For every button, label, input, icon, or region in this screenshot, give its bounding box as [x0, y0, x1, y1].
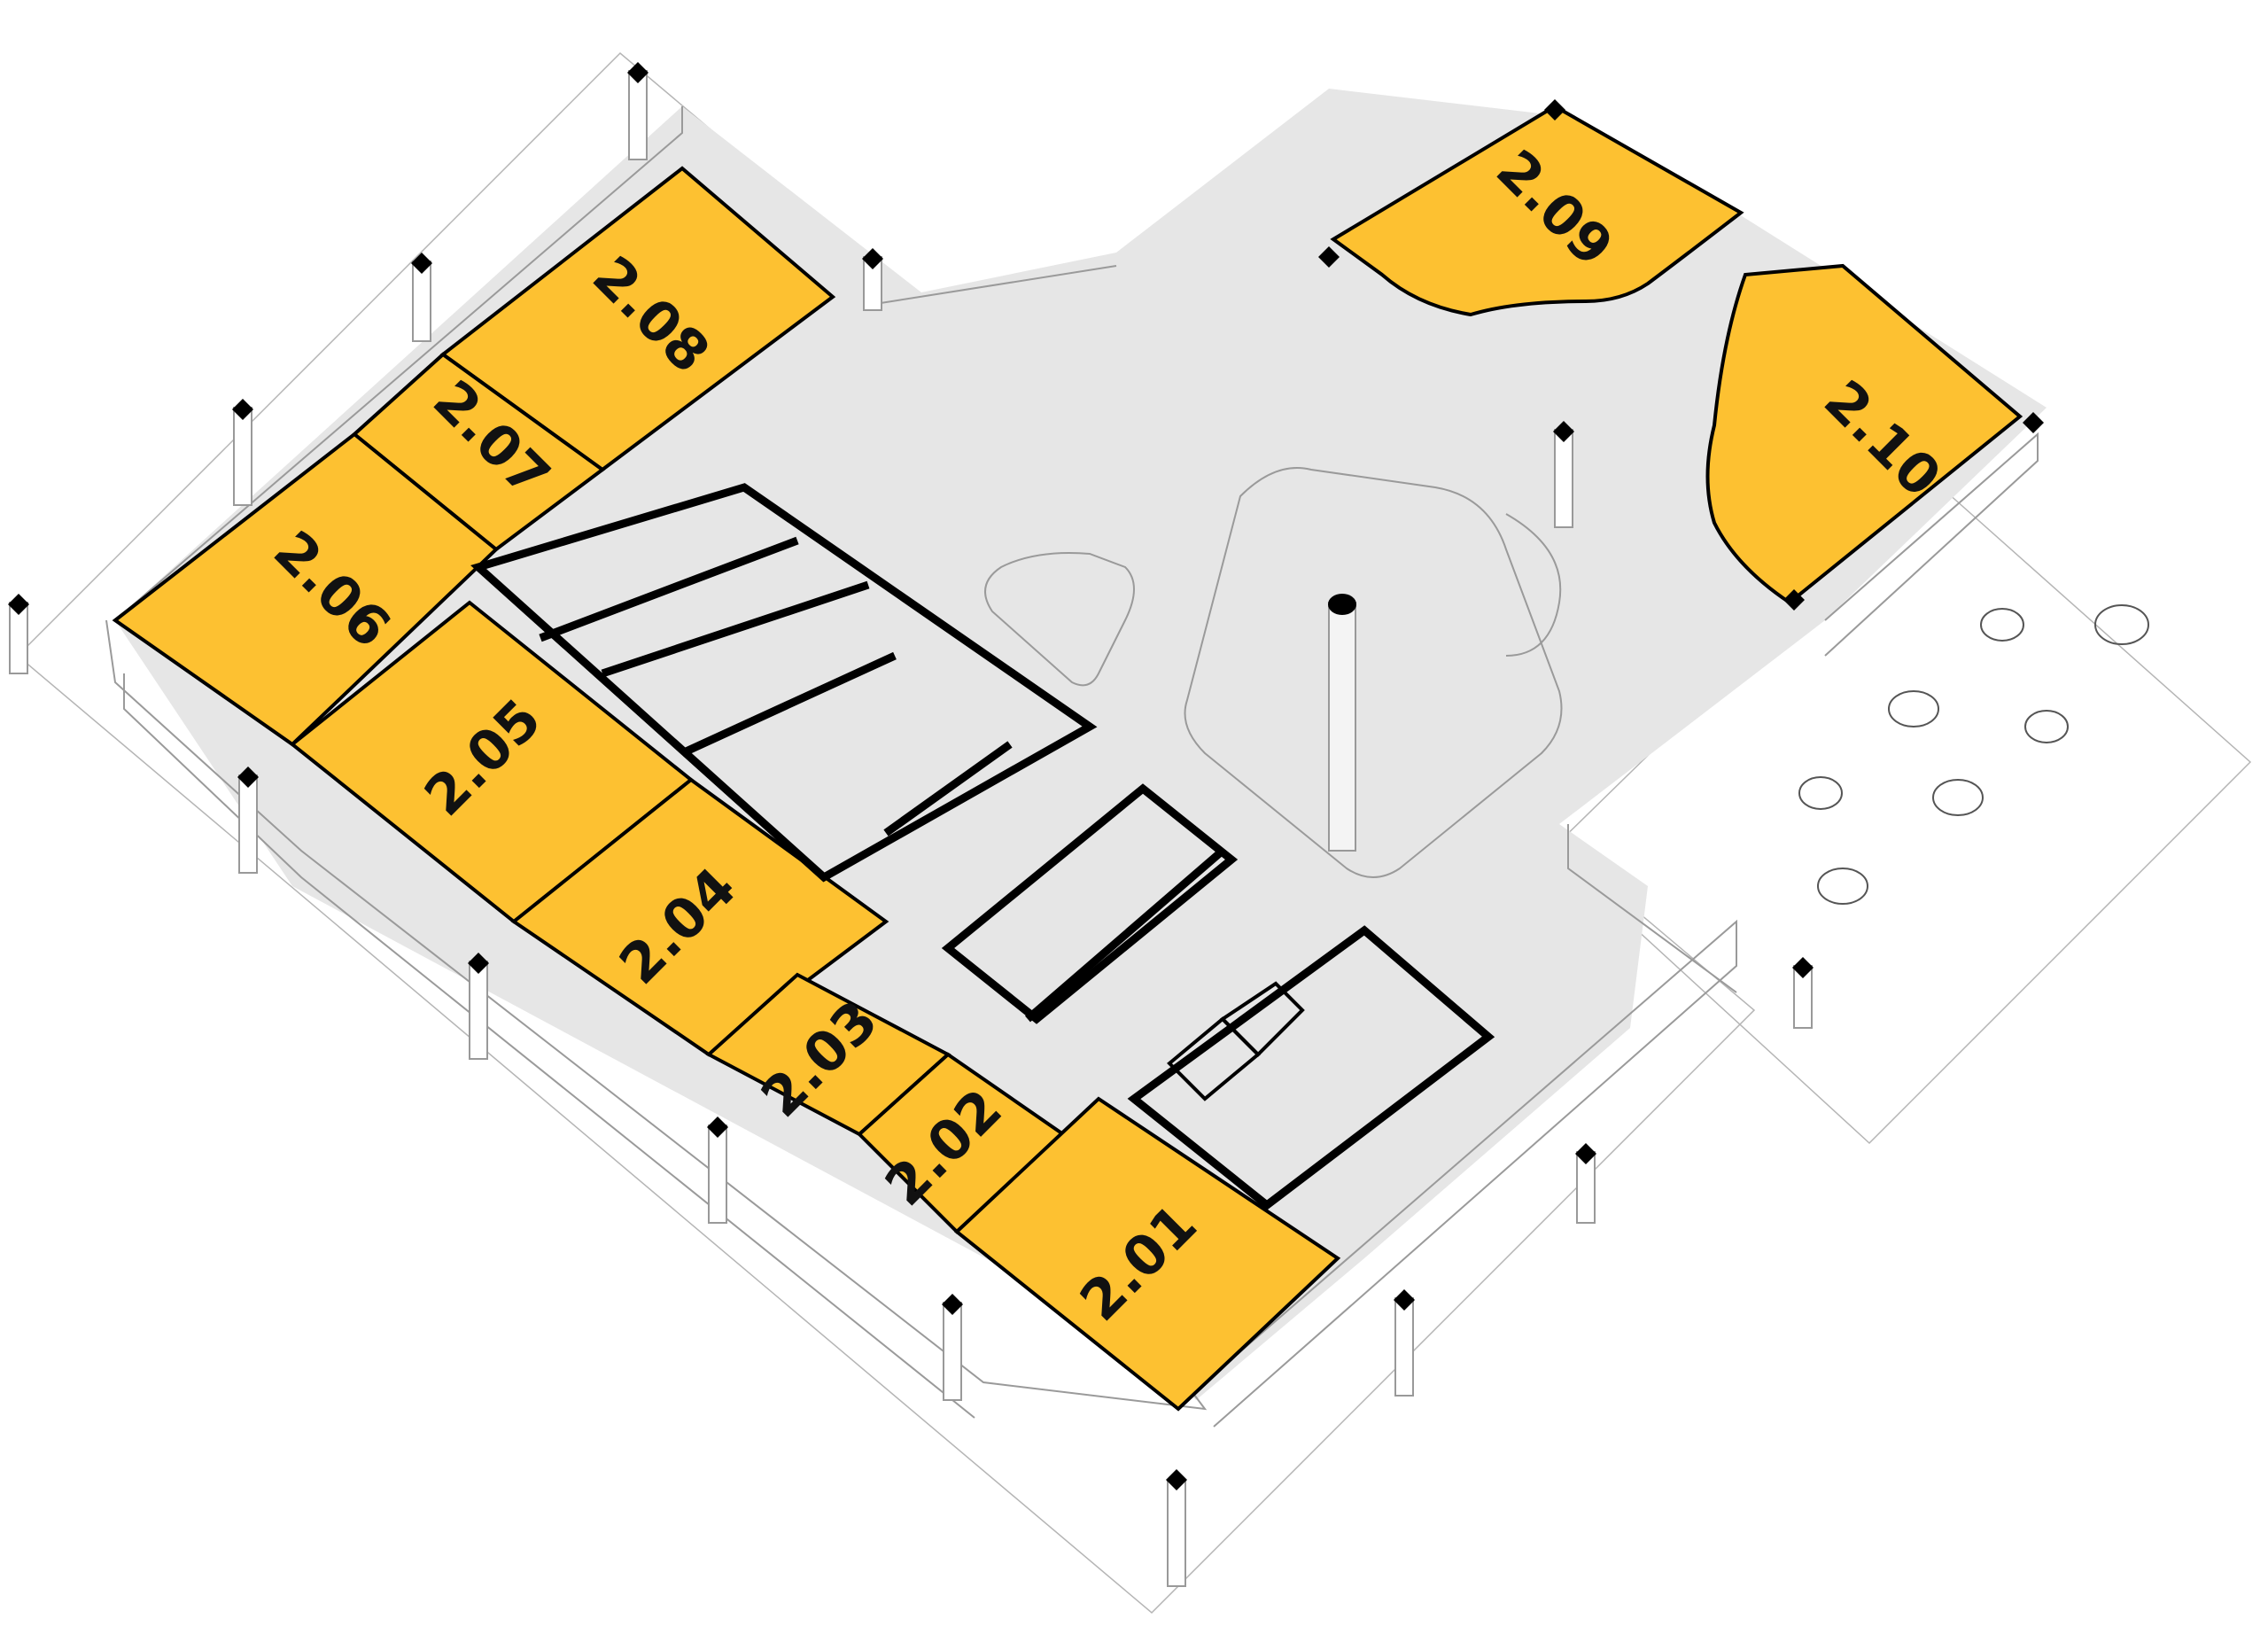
central-column: [1328, 602, 1356, 852]
service-cores: [470, 483, 1495, 1210]
room-2-06[interactable]: [112, 432, 500, 747]
atrium: [984, 467, 1563, 878]
facade: [105, 106, 2039, 1428]
rooms: [112, 104, 2023, 1412]
room-2-09[interactable]: [1330, 104, 1744, 317]
columns: [8, 62, 2044, 1587]
room-2-10[interactable]: [1705, 263, 2023, 605]
terrace-tables: [1798, 604, 2149, 905]
room-2-01[interactable]: [953, 1096, 1341, 1412]
